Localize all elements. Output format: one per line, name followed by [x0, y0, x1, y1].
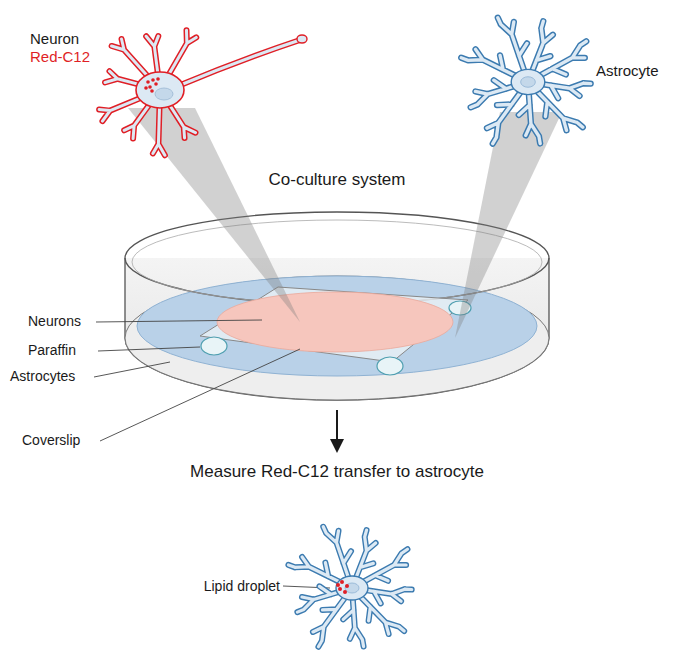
astrocyte-drawing: [461, 18, 590, 144]
dye-label: Red-C12: [30, 48, 90, 65]
lipid-droplet: [340, 580, 344, 584]
part-label: Neurons: [28, 313, 81, 329]
lipid-droplet: [336, 583, 340, 587]
view-beam: [455, 112, 562, 338]
system-title: Co-culture system: [269, 170, 406, 190]
lipid-droplet: [345, 584, 349, 588]
leader-lines: [94, 320, 330, 588]
part-label: Astrocytes: [10, 368, 75, 384]
step-caption: Measure Red-C12 transfer to astrocyte: [190, 462, 484, 482]
cell-label: Neuron: [30, 30, 79, 47]
part-label: Lipid droplet: [204, 578, 280, 594]
cell-drawings: [99, 18, 591, 647]
process-arrow: [336, 410, 338, 446]
neuron-drawing: [99, 30, 307, 155]
lipid-droplet: [338, 587, 342, 591]
part-label: Coverslip: [22, 432, 80, 448]
coverslip: [200, 287, 468, 362]
paraffin-dots: [201, 301, 471, 375]
lipid-droplet: [343, 590, 347, 594]
astrocyte-drawing: [288, 527, 411, 647]
neuron-layer: [217, 292, 453, 352]
cell-label: Astrocyte: [596, 62, 659, 79]
part-label: Paraffin: [28, 342, 76, 358]
view-beam: [128, 108, 300, 322]
